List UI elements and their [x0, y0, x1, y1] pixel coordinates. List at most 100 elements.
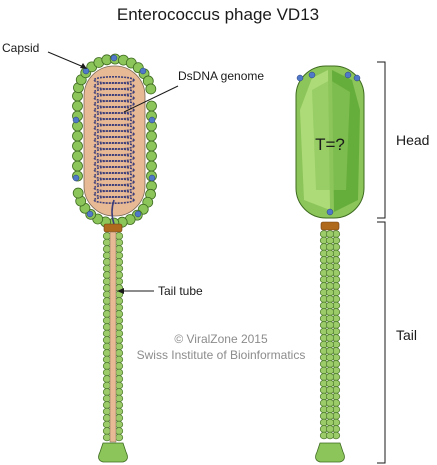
vertex-dot [110, 54, 118, 62]
head-vertices [296, 71, 361, 216]
head-facet-mid [312, 80, 350, 190]
capsid-bead [72, 140, 83, 152]
tail-bead [325, 308, 335, 316]
dsdna-genome-coil [93, 76, 135, 225]
tail-bead [114, 414, 124, 422]
cross-section-phage [72, 53, 157, 463]
tail-bead [102, 355, 112, 364]
exterior-tail-sheath [319, 230, 341, 440]
capsid-bead [72, 187, 84, 199]
capsid-bead [146, 150, 157, 162]
tail-bead [102, 271, 112, 279]
vertex-dot [308, 71, 316, 79]
head-bracket [377, 61, 386, 219]
tail-bead [114, 433, 124, 442]
tail-bead [102, 375, 112, 383]
tail-bead [325, 412, 335, 420]
dna-loop [93, 166, 135, 175]
tail-bead [114, 388, 124, 396]
tail-bead [325, 340, 335, 349]
tail-bead [325, 301, 335, 310]
exterior-baseplate [315, 442, 345, 463]
tail-bead [114, 271, 124, 279]
capsid-bead [72, 100, 83, 112]
tail-bead [102, 310, 112, 318]
dna-loop [93, 100, 135, 109]
tail-bead [114, 368, 124, 377]
tail-bead [114, 310, 124, 318]
tail-bead [102, 251, 112, 260]
tail-bead [325, 399, 335, 407]
tail-bead [114, 316, 124, 325]
tail-bead [114, 329, 124, 338]
vertex-dot [72, 116, 80, 124]
tail-bead [102, 394, 112, 403]
tail-tube-lumen [109, 231, 117, 443]
tail-bead [114, 407, 124, 416]
vertex-dot [148, 174, 156, 182]
label-tail-tube: Tail tube [158, 284, 203, 298]
tail-bead [325, 288, 335, 297]
tail-bead [114, 297, 124, 305]
tail-bead [102, 342, 112, 351]
tail-bead [114, 303, 124, 312]
tail-bead [102, 427, 112, 435]
tail-bead [102, 349, 112, 357]
tail-tube-arrowhead [117, 288, 124, 294]
label-genome: DsDNA genome [178, 69, 264, 83]
tail-bead [102, 297, 112, 305]
tail-bead [102, 258, 112, 266]
dna-loop [93, 136, 135, 145]
vertex-dot [82, 67, 90, 75]
tail-bead [114, 238, 124, 247]
capsid-interior [83, 65, 146, 217]
dna-loop [93, 172, 135, 181]
diagram-title: Enterococcus phage VD13 [117, 5, 319, 24]
tail-bead [325, 334, 335, 342]
tail-bead [102, 329, 112, 338]
tail-bead [102, 388, 112, 396]
dna-loop [93, 130, 135, 139]
dna-loop [93, 106, 135, 115]
tail-bead [114, 264, 124, 273]
tail-bead [114, 342, 124, 351]
tail-bead [325, 282, 335, 290]
tail-bead [114, 355, 124, 364]
capsid-vertices [72, 54, 156, 218]
tail-bead [325, 321, 335, 329]
dna-loop [93, 190, 135, 199]
tail-bead [325, 243, 335, 251]
tail-bead [102, 401, 112, 409]
tail-bead [114, 245, 124, 253]
tail-bead [114, 375, 124, 383]
tail-bead [325, 405, 335, 414]
tail-bead [325, 314, 335, 323]
dna-loop [93, 160, 135, 169]
tail-bead [325, 360, 335, 368]
tail-bead [102, 264, 112, 273]
tail-bead [325, 236, 335, 245]
dna-loop [93, 76, 135, 85]
tail-bead [114, 401, 124, 409]
vertex-dot [134, 210, 142, 218]
capsid-shell [72, 53, 157, 229]
capsid-bead [146, 100, 157, 112]
tail-bead [102, 277, 112, 286]
tail-bead [102, 323, 112, 331]
tail-bead [114, 336, 124, 344]
tail-bead [325, 366, 335, 375]
tail-bead [102, 232, 112, 240]
capsid-leader [47, 51, 87, 69]
label-head: Head [396, 132, 429, 148]
tail-bead [114, 381, 124, 390]
tail-bead [102, 316, 112, 325]
collar [103, 223, 123, 233]
dna-loop [93, 94, 135, 103]
dna-loop [93, 88, 135, 97]
label-tail: Tail [396, 327, 417, 343]
tail-bead [325, 373, 335, 381]
tail-sheath [102, 232, 124, 442]
tail-bead [102, 303, 112, 312]
capsid-bead [145, 83, 157, 95]
